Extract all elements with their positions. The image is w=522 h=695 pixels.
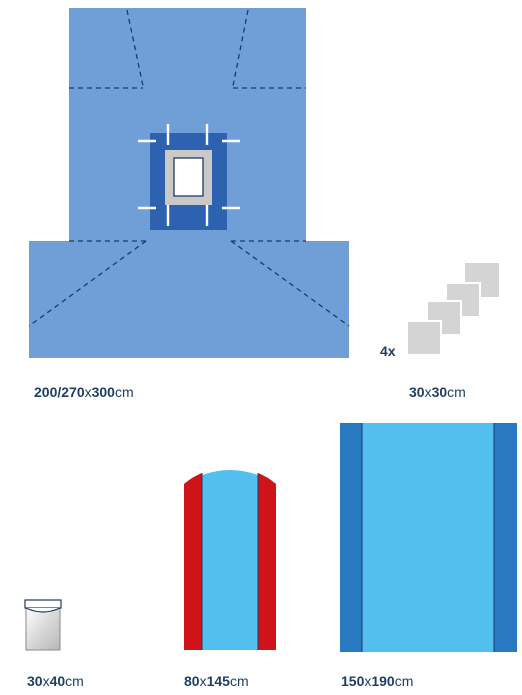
table-cover-size-label: 150x190cm [341, 673, 414, 689]
table-cover-body [340, 423, 517, 652]
swab-count-label: 4x [380, 343, 396, 359]
fenestration-marks [138, 124, 240, 226]
pouch-flap [24, 599, 62, 609]
surgical-drape-illustration [28, 8, 350, 358]
cover-red-left [184, 473, 202, 650]
drape-size-label: 200/270x300cm [34, 384, 134, 400]
cover-body [184, 470, 276, 650]
cover-red-right [258, 473, 276, 650]
table-cover-stripe-right [494, 423, 517, 652]
pouch-body [25, 607, 61, 651]
cover-illustration [184, 470, 276, 650]
swab-stack [406, 263, 499, 356]
pouch-illustration [24, 599, 62, 651]
swab-size-label: 30x30cm [409, 384, 466, 400]
pouch-size-label: 30x40cm [27, 673, 84, 689]
swabs-illustration [406, 263, 499, 356]
drape-fold-lines [28, 9, 350, 327]
fenestration-opening [173, 157, 204, 197]
table-cover-stripe-left [340, 423, 362, 652]
table-cover-illustration [340, 423, 517, 652]
cover-size-label: 80x145cm [184, 673, 249, 689]
drape-lower-panel [29, 241, 349, 358]
